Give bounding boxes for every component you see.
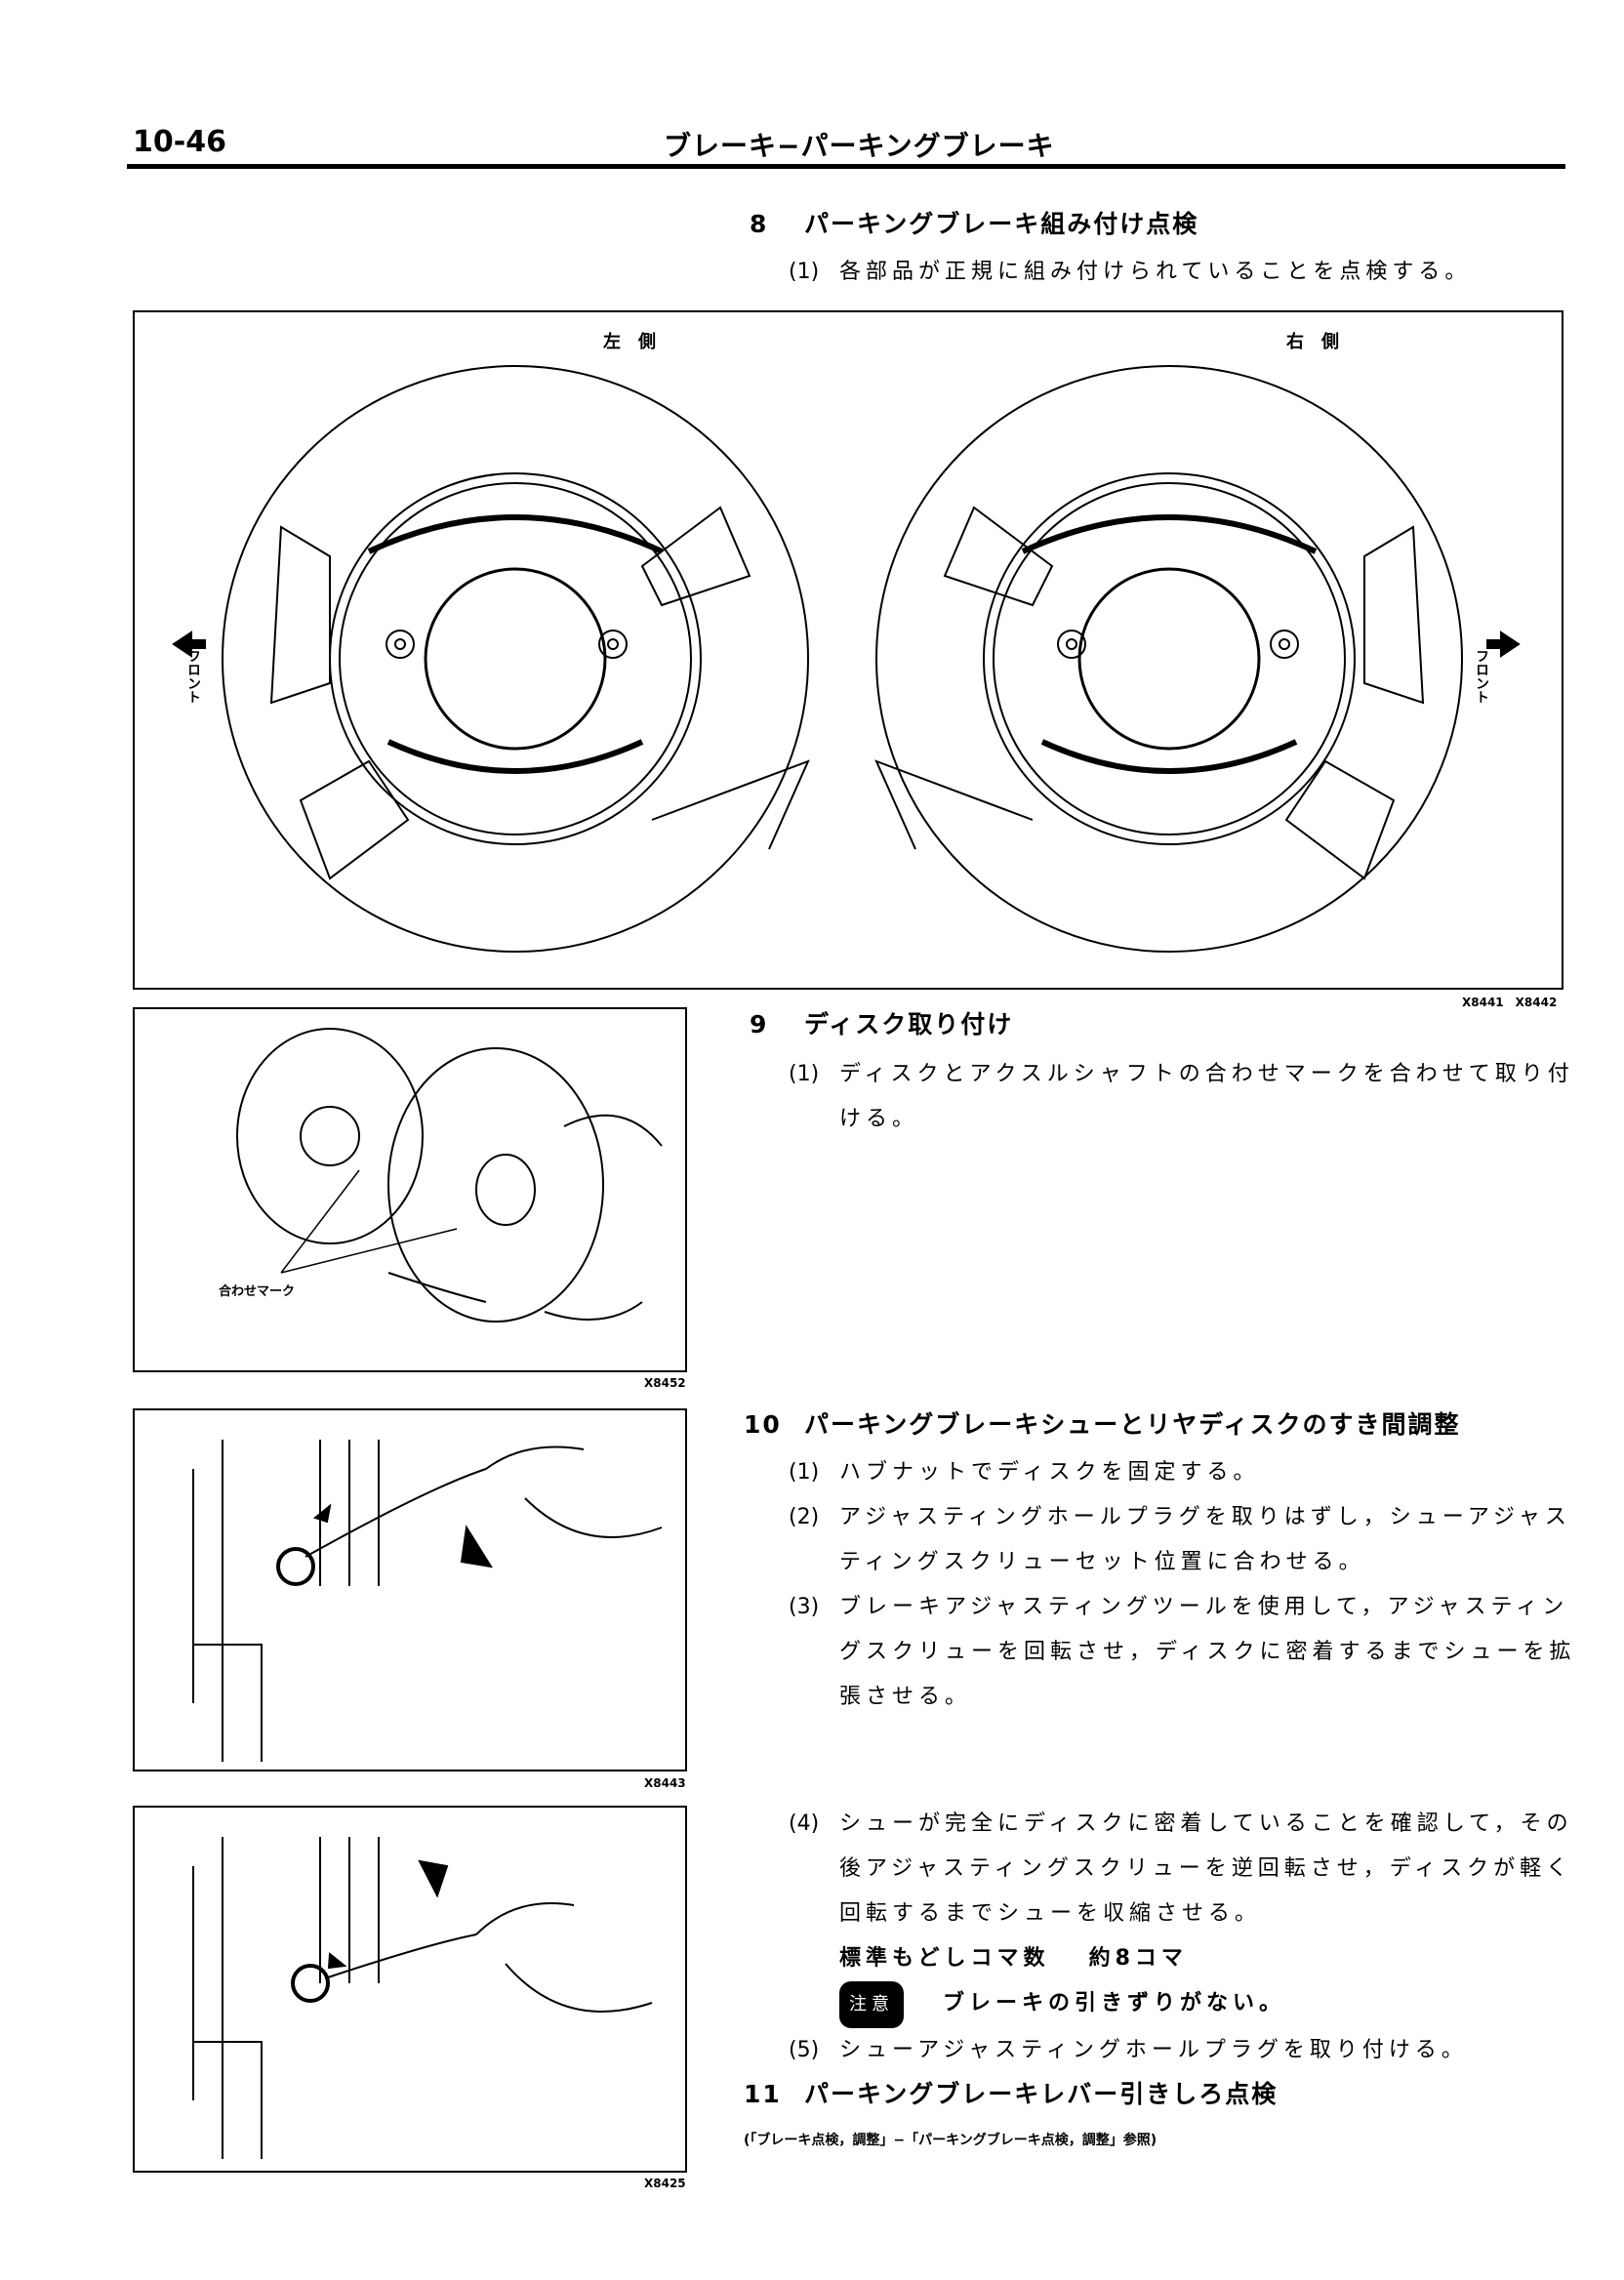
- page-number: 10-46: [133, 125, 226, 159]
- step-title: ディスク取り付け: [804, 1010, 1014, 1038]
- item-text: ハブナットでディスクを固定する。: [839, 1460, 1260, 1485]
- item-text: 後アジャスティングスクリューを逆回転させ，ディスクが軽く: [839, 1856, 1573, 1881]
- item-number: (1): [789, 1062, 820, 1086]
- figure-backing-plates: 左 側 右 側 フロント フロント: [133, 310, 1563, 990]
- step-10-items-1-3: (1) ハブナットでディスクを固定する。 (2) アジャスティングホールプラグを取り…: [789, 1450, 1575, 1720]
- item-text: ブレーキアジャスティングツールを使用して，アジャスティン: [839, 1595, 1569, 1619]
- item-text: 各部品が正規に組み付けられていることを点検する。: [839, 260, 1472, 284]
- item-number: (3): [789, 1595, 820, 1619]
- left-backing-plate: [222, 365, 810, 953]
- figure-2-code: X8452: [644, 1376, 686, 1390]
- step-10-items-4-5: (4) シューが完全にディスクに密着していることを確認して，その 後アジャスティン…: [789, 1802, 1573, 2073]
- figure-adjust-expand: [133, 1408, 687, 1771]
- caution-text: ブレーキの引きずりがない。: [943, 1991, 1286, 2015]
- item-text: グスクリューを回転させ，ディスクに密着するまでシューを拡: [839, 1640, 1576, 1664]
- item-text: ける。: [839, 1107, 919, 1131]
- hub: [236, 1028, 424, 1244]
- item-text: 回転するまでシューを収縮させる。: [839, 1901, 1262, 1926]
- figure-disc-install: 合わせマーク: [133, 1007, 687, 1372]
- step-title: パーキングブレーキ組み付け点検: [804, 210, 1199, 238]
- arrow-left-icon: [172, 631, 206, 658]
- arrow-up-icon: [418, 1859, 449, 1898]
- spec-value: 約8コマ: [1088, 1946, 1188, 1971]
- adjusting-star-wheel: [276, 1547, 315, 1586]
- step-10-heading: 10 パーキングブレーキシューとリヤディスクのすき間調整: [744, 1405, 1461, 1441]
- item-number: (4): [789, 1812, 820, 1836]
- item-number: (1): [789, 1460, 820, 1485]
- front-label-right: フロント: [1474, 649, 1489, 704]
- step-number: 8: [750, 210, 769, 238]
- item-text: アジャスティングホールプラグを取りはずし，シューアジャス: [839, 1505, 1571, 1529]
- arrow-down-icon: [460, 1525, 494, 1568]
- step-number: 11: [744, 2080, 782, 2108]
- brake-disc: [387, 1047, 604, 1323]
- figure-1-code: X8441 X8442: [1462, 996, 1558, 1009]
- adjusting-star-wheel: [291, 1964, 330, 2003]
- figure-adjust-retract: [133, 1806, 687, 2173]
- item-text: 張させる。: [839, 1685, 972, 1709]
- step-number: 9: [750, 1010, 769, 1038]
- step-9-item-1: (1) ディスクとアクスルシャフトの合わせマークを合わせて取り付 ける。: [789, 1052, 1574, 1142]
- spec-label: 標準もどしコマ数: [839, 1946, 1050, 1971]
- item-text: ディスクとアクスルシャフトの合わせマークを合わせて取り付: [839, 1062, 1574, 1086]
- step-8-item-1: (1) 各部品が正規に組み付けられていることを点検する。: [789, 254, 1471, 285]
- left-side-label: 左 側: [603, 332, 656, 352]
- item-number: (5): [789, 2038, 820, 2062]
- figure-3-code: X8443: [644, 1776, 686, 1790]
- step-11-reference: (「ブレーキ点検，調整」−「パーキングブレーキ点検，調整」参照): [744, 2133, 1157, 2148]
- right-side-label: 右 側: [1286, 332, 1339, 352]
- step-9-heading: 9 ディスク取り付け: [750, 1005, 1013, 1040]
- arrow-right-icon: [1486, 631, 1521, 658]
- step-11-heading: 11 パーキングブレーキレバー引きしろ点検: [744, 2075, 1278, 2110]
- step-title: パーキングブレーキシューとリヤディスクのすき間調整: [804, 1410, 1461, 1439]
- item-text: ティングスクリューセット位置に合わせる。: [839, 1550, 1365, 1574]
- front-label-left: フロント: [185, 649, 201, 704]
- item-number: (1): [789, 260, 820, 284]
- item-number: (2): [789, 1505, 820, 1529]
- step-8-heading: 8 パーキングブレーキ組み付け点検: [750, 205, 1198, 240]
- alignment-mark-callout: 合わせマーク: [219, 1284, 296, 1299]
- header-rule: [127, 164, 1565, 169]
- item-text: シューが完全にディスクに密着していることを確認して，その: [839, 1812, 1573, 1836]
- item-text: シューアジャスティングホールプラグを取り付ける。: [839, 2038, 1468, 2062]
- caution-badge: 注意: [839, 1981, 904, 2028]
- step-title: パーキングブレーキレバー引きしろ点検: [804, 2080, 1279, 2108]
- brake-plate-drawings: [172, 365, 1521, 953]
- right-backing-plate: [874, 365, 1463, 953]
- step-number: 10: [744, 1410, 782, 1439]
- running-title: ブレーキ−パーキングブレーキ: [664, 130, 1055, 162]
- figure-4-code: X8425: [644, 2177, 686, 2190]
